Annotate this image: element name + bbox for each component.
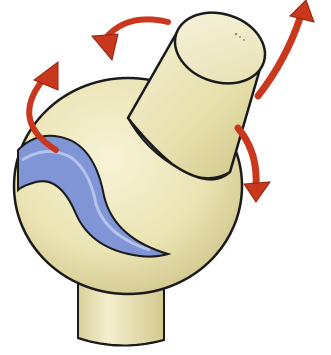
upward-arrow-right (258, 0, 314, 96)
rotation-arrow-top (92, 19, 168, 60)
